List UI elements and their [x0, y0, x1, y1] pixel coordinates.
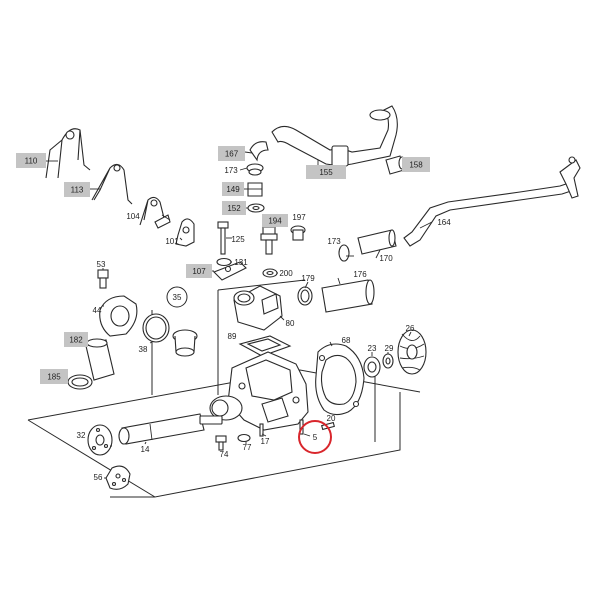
callout-104: 104: [126, 212, 140, 221]
callout-32: 32: [77, 431, 86, 440]
callout-20: 20: [327, 414, 336, 423]
callout-182: 182: [69, 336, 83, 345]
tag-194: 194: [262, 214, 288, 227]
tag-107: 107: [186, 264, 212, 278]
callout-77: 77: [243, 443, 252, 452]
callout-35: 35: [173, 293, 182, 302]
washer-200: [262, 268, 278, 278]
callout-125: 125: [231, 235, 245, 244]
callout-131: 131: [234, 258, 248, 267]
tag-185: 185: [40, 369, 68, 384]
callout-14: 14: [141, 445, 150, 454]
callout-173-top: 173: [224, 166, 238, 175]
callout-101: 101: [165, 237, 179, 246]
callout-23: 23: [368, 344, 377, 353]
callout-29: 29: [385, 344, 394, 353]
clamp-179: [297, 286, 313, 306]
callout-185: 185: [47, 373, 61, 382]
plug-197: [290, 225, 306, 241]
callout-149: 149: [226, 185, 240, 194]
pipe-155: [271, 105, 398, 172]
callout-17: 17: [261, 437, 270, 446]
circled-callout-35: 35: [166, 286, 188, 308]
hose-170: [357, 229, 397, 255]
callout-56: 56: [94, 473, 103, 482]
leader-lines: [102, 151, 433, 479]
clamp-185: [67, 374, 93, 390]
callout-200: 200: [279, 269, 293, 278]
housing-44: [99, 295, 138, 337]
callout-176: 176: [353, 270, 367, 279]
bracket-101: [175, 218, 195, 247]
tag-182: 182: [64, 332, 88, 347]
seal-38: [142, 313, 170, 343]
hub-32: [87, 424, 113, 456]
impeller-26: [397, 329, 427, 375]
bracket-113: [90, 163, 133, 205]
pump-body: [209, 351, 309, 431]
clamp-173b: [338, 244, 350, 262]
bracket-110: [45, 128, 91, 179]
washer-131: [216, 257, 232, 267]
callout-74: 74: [220, 450, 229, 459]
hose-182: [85, 338, 115, 381]
hose-176: [321, 279, 375, 313]
pipe-164: [403, 156, 581, 247]
tag-158: 158: [402, 157, 430, 172]
tag-155: 155: [306, 165, 346, 179]
callout-89: 89: [228, 332, 237, 341]
callout-155: 155: [319, 168, 333, 177]
callout-173-mid: 173: [327, 237, 341, 246]
tag-152: 152: [222, 201, 246, 215]
stud-17: [259, 423, 264, 437]
bolt-125: [217, 221, 229, 255]
callout-26: 26: [406, 324, 415, 333]
callout-197: 197: [292, 213, 306, 222]
callout-80: 80: [286, 319, 295, 328]
callout-164: 164: [437, 218, 451, 227]
callout-158: 158: [409, 161, 423, 170]
callout-110: 110: [25, 157, 38, 166]
thermostat-35: [172, 329, 198, 357]
callout-53: 53: [97, 260, 106, 269]
clamp-173a: [246, 163, 264, 176]
gasket-89: [238, 335, 292, 357]
housing-80: [233, 285, 283, 331]
callout-68: 68: [342, 336, 351, 345]
shaft-14: [118, 413, 223, 445]
hose-167: [249, 141, 269, 162]
callout-5: 5: [313, 433, 318, 442]
callout-167: 167: [225, 150, 239, 159]
washer-152: [247, 203, 265, 213]
callout-179: 179: [301, 274, 315, 283]
callout-194: 194: [268, 217, 282, 226]
ring-29: [382, 353, 394, 369]
callout-44: 44: [93, 306, 102, 315]
callout-113: 113: [71, 186, 84, 195]
callout-152: 152: [227, 204, 241, 213]
tag-149: 149: [222, 182, 244, 196]
washer-77: [237, 433, 251, 443]
callout-38: 38: [139, 345, 148, 354]
seal-23: [363, 356, 381, 378]
bracket-104: [139, 196, 171, 229]
fitting-53: [97, 269, 109, 289]
fitting-149: [247, 182, 263, 197]
pulley-56: [105, 465, 131, 490]
bracket-107: [213, 261, 247, 281]
bolt-74: [215, 435, 227, 451]
tag-113: 113: [64, 182, 90, 197]
callout-107: 107: [192, 267, 206, 276]
tag-167: 167: [218, 146, 245, 161]
highlighted-callout-5[interactable]: 5: [298, 420, 332, 454]
callout-170: 170: [379, 254, 393, 263]
tag-110: 110: [16, 153, 46, 168]
gasket-68: [315, 343, 365, 416]
